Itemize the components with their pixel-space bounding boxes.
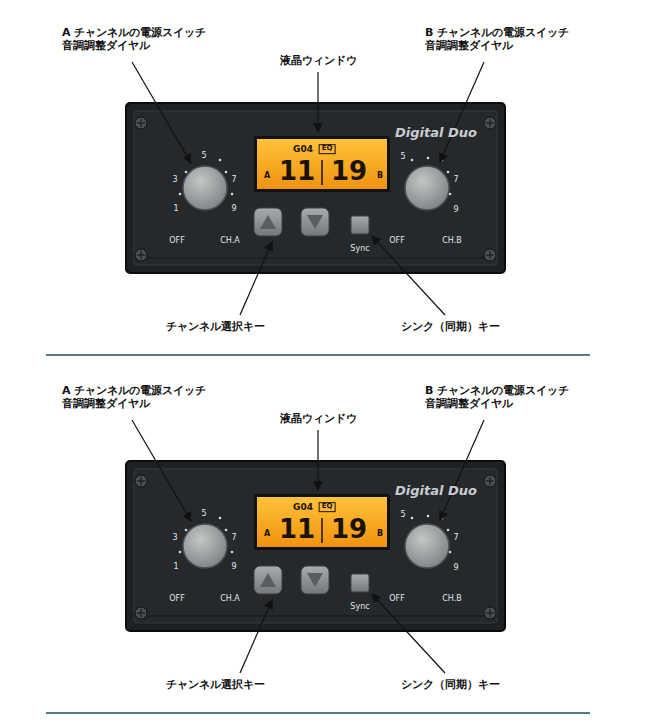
dial-number: 5 <box>400 152 405 161</box>
dial-number: 3 <box>172 175 177 184</box>
dial-number: 9 <box>231 562 236 571</box>
dial-number: 9 <box>231 204 236 213</box>
lcd-eq: EQ <box>319 144 336 154</box>
lcd-digits: 11 <box>279 157 315 187</box>
lcd-digits: 19 <box>331 515 367 545</box>
dial-number: 9 <box>453 205 458 214</box>
callout-label: 液晶ウィンドウ <box>280 413 357 426</box>
lcd-digits: 19 <box>331 157 367 187</box>
lcd-channel: B <box>377 171 383 180</box>
panel-marking: OFF <box>389 594 405 603</box>
dial-number: 7 <box>453 175 458 184</box>
callout-label: 液晶ウィンドウ <box>280 55 357 68</box>
callout-label: チャンネル選択キー <box>166 679 265 692</box>
panel-marking: CH.A <box>220 594 239 603</box>
brand-logo: Digital Duo <box>395 484 477 499</box>
panel-marking: CH.B <box>442 236 462 245</box>
panel-marking: Sync <box>350 244 369 253</box>
callout-label: チャンネル選択キー <box>166 321 265 334</box>
dial-number: 5 <box>400 510 405 519</box>
dial-number: 1 <box>173 204 178 213</box>
callout-label: B チャンネルの電源スイッチ 音調調整ダイヤル <box>425 385 575 410</box>
panel-marking: CH.B <box>442 594 462 603</box>
lcd-channel: A <box>264 171 270 180</box>
dial-number: 5 <box>201 509 206 518</box>
lcd-digits: 11 <box>279 515 315 545</box>
dial-number: 9 <box>453 563 458 572</box>
lcd-channel: A <box>264 529 270 538</box>
lcd-eq: EQ <box>319 502 336 512</box>
callout-label: シンク（同期）キー <box>401 679 500 692</box>
callout-label: シンク（同期）キー <box>401 321 500 334</box>
lcd-group: G04 <box>293 502 313 512</box>
dial-number: 7 <box>231 533 236 542</box>
dial-number: 3 <box>172 533 177 542</box>
lcd-group: G04 <box>293 144 313 154</box>
brand-logo: Digital Duo <box>395 126 477 141</box>
dial-number: 7 <box>231 175 236 184</box>
panel-marking: CH.A <box>220 236 239 245</box>
callout-label: B チャンネルの電源スイッチ 音調調整ダイヤル <box>425 27 575 52</box>
callout-label: A チャンネルの電源スイッチ 音調調整ダイヤル <box>62 385 212 410</box>
panel-figure <box>46 62 590 355</box>
callout-label: A チャンネルの電源スイッチ 音調調整ダイヤル <box>62 27 212 52</box>
panel-figure <box>46 420 590 713</box>
panel-marking: OFF <box>389 236 405 245</box>
panel-marking: Sync <box>350 602 369 611</box>
dial-number: 7 <box>453 533 458 542</box>
lcd-channel: B <box>377 529 383 538</box>
dial-number: 5 <box>201 151 206 160</box>
dial-number: 1 <box>173 562 178 571</box>
panel-marking: OFF <box>169 594 185 603</box>
panel-marking: OFF <box>169 236 185 245</box>
